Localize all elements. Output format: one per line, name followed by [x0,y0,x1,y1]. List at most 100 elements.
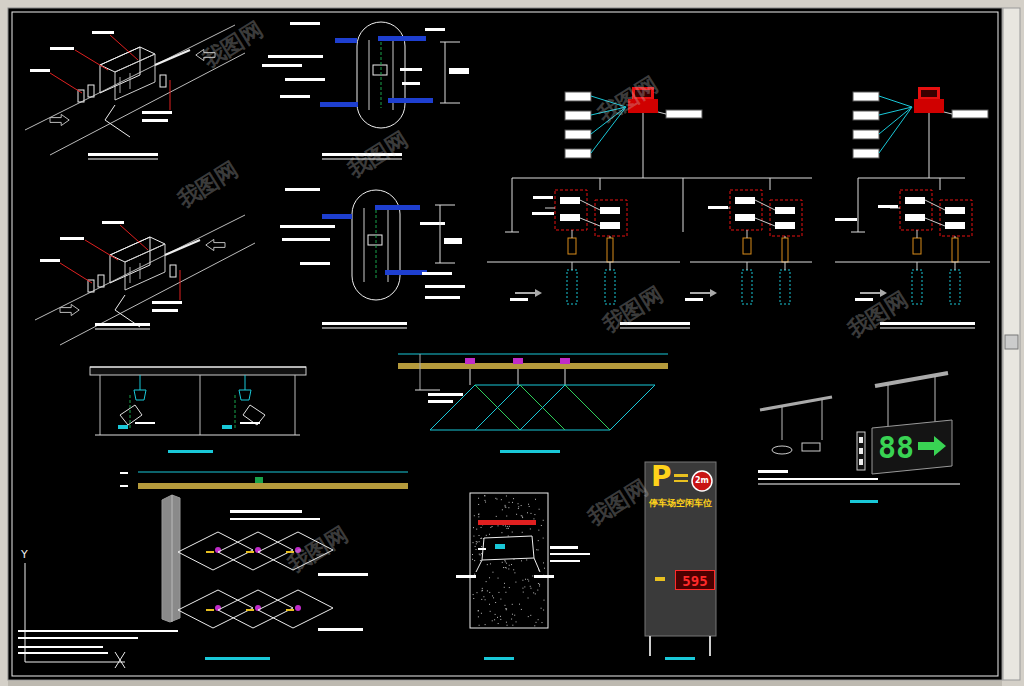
label-block [533,196,553,199]
label-block [425,28,445,31]
speckle [504,587,505,588]
cad-line [822,399,823,440]
post [88,85,94,97]
speckle [492,620,493,621]
speckle [507,625,508,626]
caption-bar [484,657,514,660]
terminal-box [945,222,965,229]
speckle [498,525,499,526]
speckle [478,498,479,499]
height-limit-badge: 2m [691,470,713,492]
dashed-cabinet [940,200,972,236]
cad-line [140,375,141,390]
detector [802,443,820,451]
cad-line [879,96,912,107]
camera [239,390,251,400]
label-block [230,518,320,520]
speckle [490,527,491,528]
column [162,495,180,622]
speckle [528,504,529,505]
dashed-cabinet [555,190,587,230]
speckle [508,535,509,536]
led-display [872,420,952,474]
dashed-cabinet [900,190,932,230]
speckle [543,520,544,521]
label-block [758,478,878,480]
cad-line [879,107,912,153]
label-block [50,47,74,50]
label-block [510,298,528,301]
speckle [503,567,504,568]
speckle [505,505,506,506]
cad-line [105,105,130,137]
post [160,75,166,87]
speckle [544,568,545,569]
speckle [480,554,481,555]
flow-arrow [50,114,69,125]
label-block [534,575,554,578]
speckle [506,516,507,517]
speckle [511,619,513,620]
cad-line [85,240,118,260]
node-text: 595 [676,571,714,591]
speckle [538,549,539,550]
terminal-box [565,149,591,158]
cad-line [381,42,382,108]
cad-line [747,230,748,238]
label-block [285,188,320,191]
speckle [478,516,479,517]
speckle [483,596,484,597]
dashed-cabinet [770,200,802,236]
speckle [486,581,487,582]
speckle [505,507,506,508]
speckle [478,504,479,505]
speckle [530,615,531,616]
cad-line [369,40,370,110]
speckle [472,559,473,560]
led [859,448,863,454]
cad-line [420,354,421,390]
speckle [522,580,523,581]
speckle [498,592,499,593]
cad-line [758,484,960,485]
speckle [515,582,516,583]
speckle [509,526,510,527]
speckle [511,564,512,565]
barrier-pole [952,238,958,262]
wall-panel [470,493,548,628]
blue-tag [320,102,358,107]
cad-line [415,390,440,391]
cad-line [440,103,460,104]
cad-line [95,329,150,330]
label-block [30,69,50,72]
label-block [400,68,422,71]
slot [495,544,505,549]
cad-line [512,178,812,179]
cad-line [518,369,519,385]
terminal-box [945,207,965,214]
loop-detector [742,270,752,304]
ultrasonic-sensor [513,358,523,364]
cad-line [709,636,711,656]
speckle [489,604,490,605]
terminal-box [735,214,755,221]
cad-line [785,262,786,270]
label-block [18,652,108,654]
cad-line [376,210,377,280]
label-block [60,237,84,240]
speckle [501,532,502,533]
speckle [490,563,491,564]
speckle [543,600,544,601]
cad-shape [125,244,165,290]
speckle [478,514,479,515]
cad-line [572,262,573,270]
terminal-box [853,130,879,139]
cad-line [888,384,889,428]
led [859,437,863,443]
label-block [318,628,363,631]
speckle [472,554,473,555]
label-block [422,272,452,275]
label-block [758,470,788,473]
